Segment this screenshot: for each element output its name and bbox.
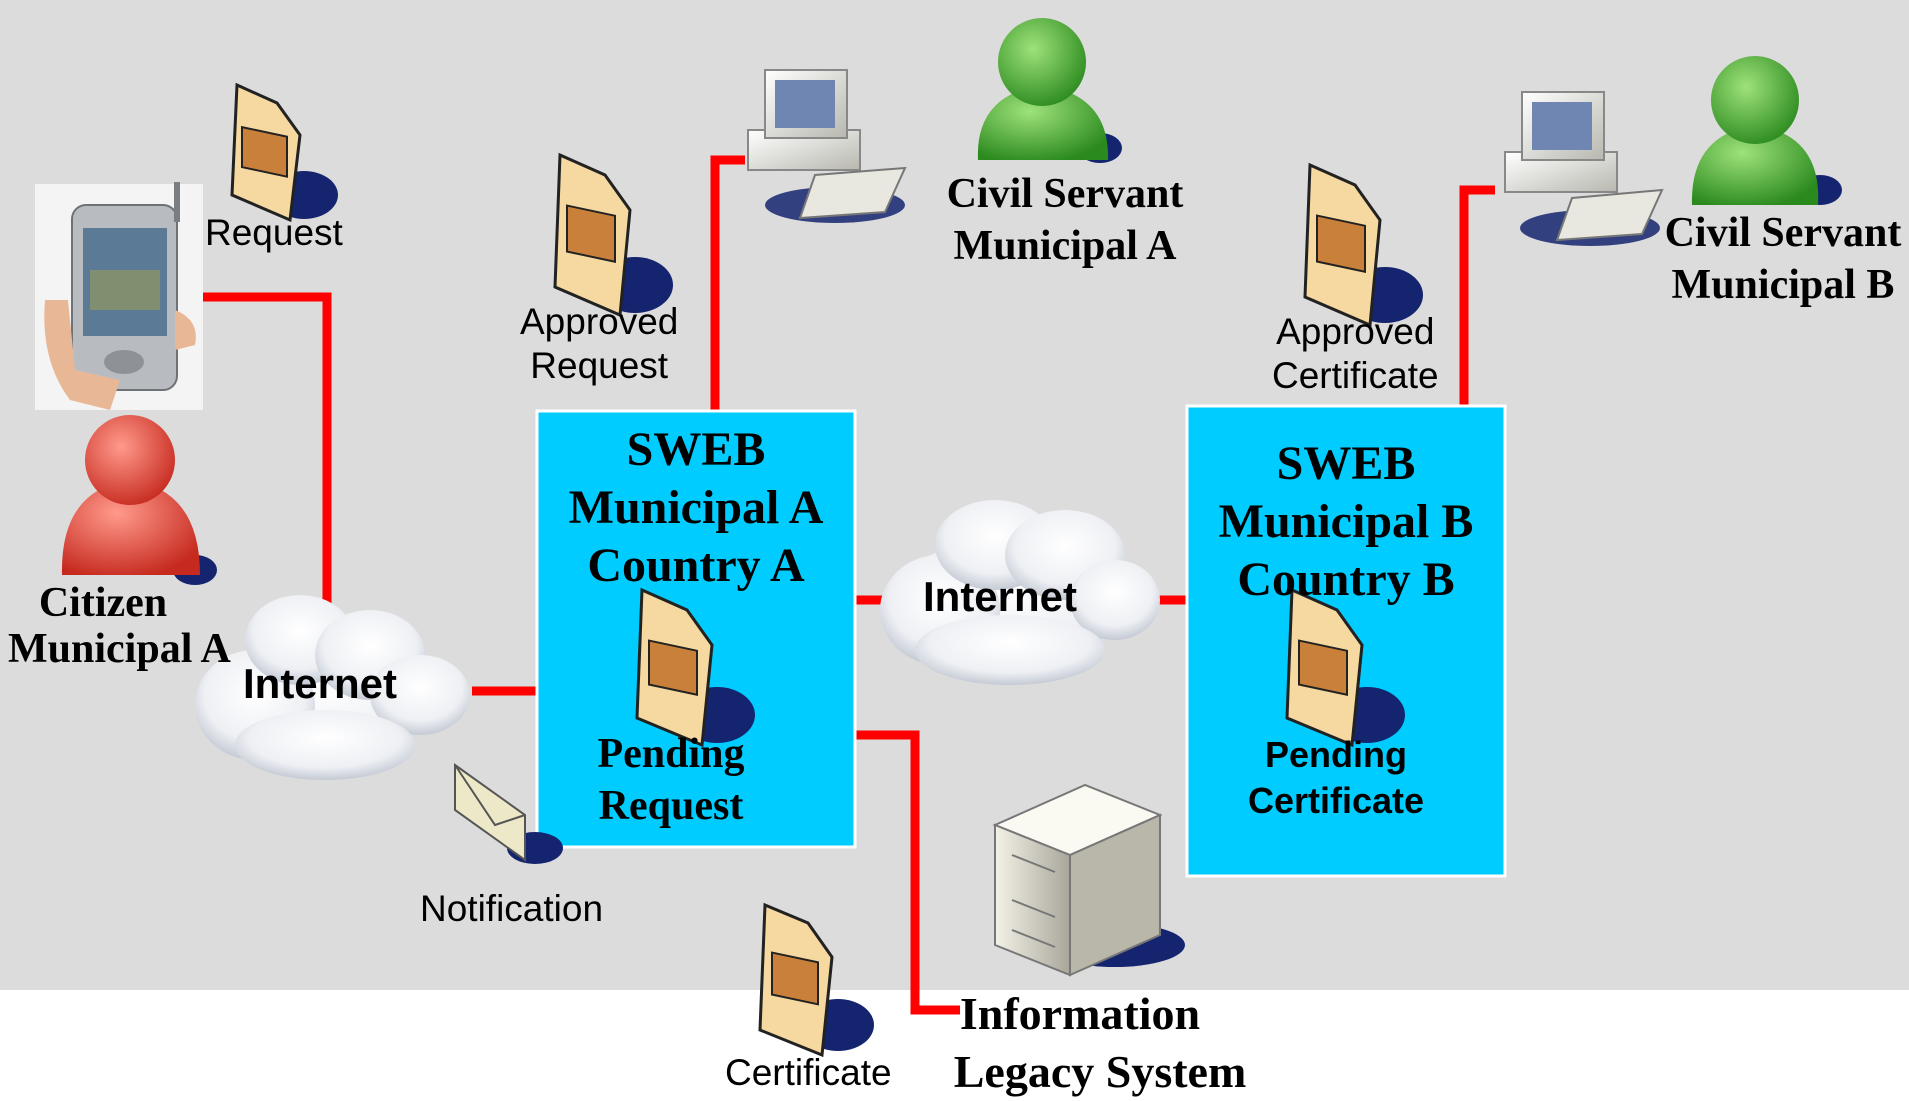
request-document-icon	[230, 82, 338, 223]
approved-certificate-label-line1: Approved	[1276, 311, 1435, 352]
servant-a-label-line1: Civil Servant	[946, 171, 1184, 217]
internet-cloud-1	[195, 595, 470, 780]
pending-certificate-label-line1: Pending	[1265, 734, 1407, 775]
computer-b-icon	[1504, 91, 1664, 246]
approved-certificate-label: Approved Certificate	[1272, 310, 1439, 398]
link-lines	[203, 155, 1495, 1015]
sweb-a-title-line1: SWEB	[626, 423, 766, 476]
certificate-document-icon	[758, 902, 874, 1058]
link-sweb-b-servant-b	[1459, 185, 1495, 405]
pending-certificate-label: Pending Certificate	[1187, 732, 1485, 824]
legacy-server-icon	[992, 783, 1185, 977]
citizen-label: Citizen Municipal A	[8, 580, 231, 672]
servant-a-person-icon	[977, 18, 1122, 163]
servant-b-label-line2: Municipal B	[1671, 262, 1895, 308]
sweb-b-title-line3: Country B	[1237, 553, 1455, 606]
legacy-label-line2: Legacy System	[953, 1046, 1247, 1097]
sweb-b-title-line2: Municipal B	[1218, 495, 1474, 548]
approved-request-label-line2: Request	[530, 345, 669, 386]
internet-2-label: Internet	[923, 573, 1078, 620]
approved-request-label: Approved Request	[520, 300, 678, 388]
sweb-a-title-line3: Country A	[587, 539, 805, 592]
notification-label: Notification	[420, 888, 604, 929]
approved-request-label-line1: Approved	[520, 301, 679, 342]
internet-cloud-2	[880, 500, 1160, 685]
legacy-label-line1: Information	[959, 988, 1201, 1039]
pending-request-document-icon	[635, 587, 755, 748]
link-sweb-a-servant-a	[710, 155, 745, 411]
approved-request-document-icon	[553, 152, 673, 318]
pda-device-icon	[35, 182, 203, 410]
pending-request-label-line2: Request	[598, 783, 744, 829]
link-sweb-a-legacy	[855, 730, 960, 1015]
pending-certificate-document-icon	[1285, 587, 1405, 748]
request-label: Request	[205, 212, 343, 253]
pending-request-label-line1: Pending	[597, 731, 745, 777]
approved-certificate-label-line2: Certificate	[1272, 355, 1439, 396]
citizen-label-line2: Municipal A	[8, 626, 231, 672]
citizen-label-line1: Citizen	[38, 580, 168, 626]
servant-b-label-line1: Civil Servant	[1664, 210, 1902, 256]
sweb-a-title: SWEB Municipal A Country A	[537, 421, 855, 595]
sweb-b-title-line1: SWEB	[1276, 437, 1416, 490]
certificate-label: Certificate	[725, 1052, 892, 1093]
legacy-label: Information Legacy System	[945, 985, 1255, 1101]
servant-b-person-icon	[1691, 56, 1842, 205]
citizen-person-icon	[61, 415, 217, 585]
notification-envelope-icon	[454, 763, 563, 864]
internet-1-label: Internet	[243, 660, 398, 707]
approved-certificate-document-icon	[1303, 162, 1423, 328]
pending-certificate-label-line2: Certificate	[1247, 780, 1425, 821]
servant-a-label: Civil Servant Municipal A	[940, 168, 1190, 272]
servant-a-label-line2: Municipal A	[953, 223, 1177, 269]
computer-a-icon	[747, 69, 907, 223]
servant-b-label: Civil Servant Municipal B	[1658, 207, 1908, 311]
pending-request-label: Pending Request	[537, 728, 805, 832]
sweb-a-title-line2: Municipal A	[568, 481, 824, 534]
link-phone-internet	[203, 292, 332, 625]
sweb-b-title: SWEB Municipal B Country B	[1187, 435, 1505, 609]
